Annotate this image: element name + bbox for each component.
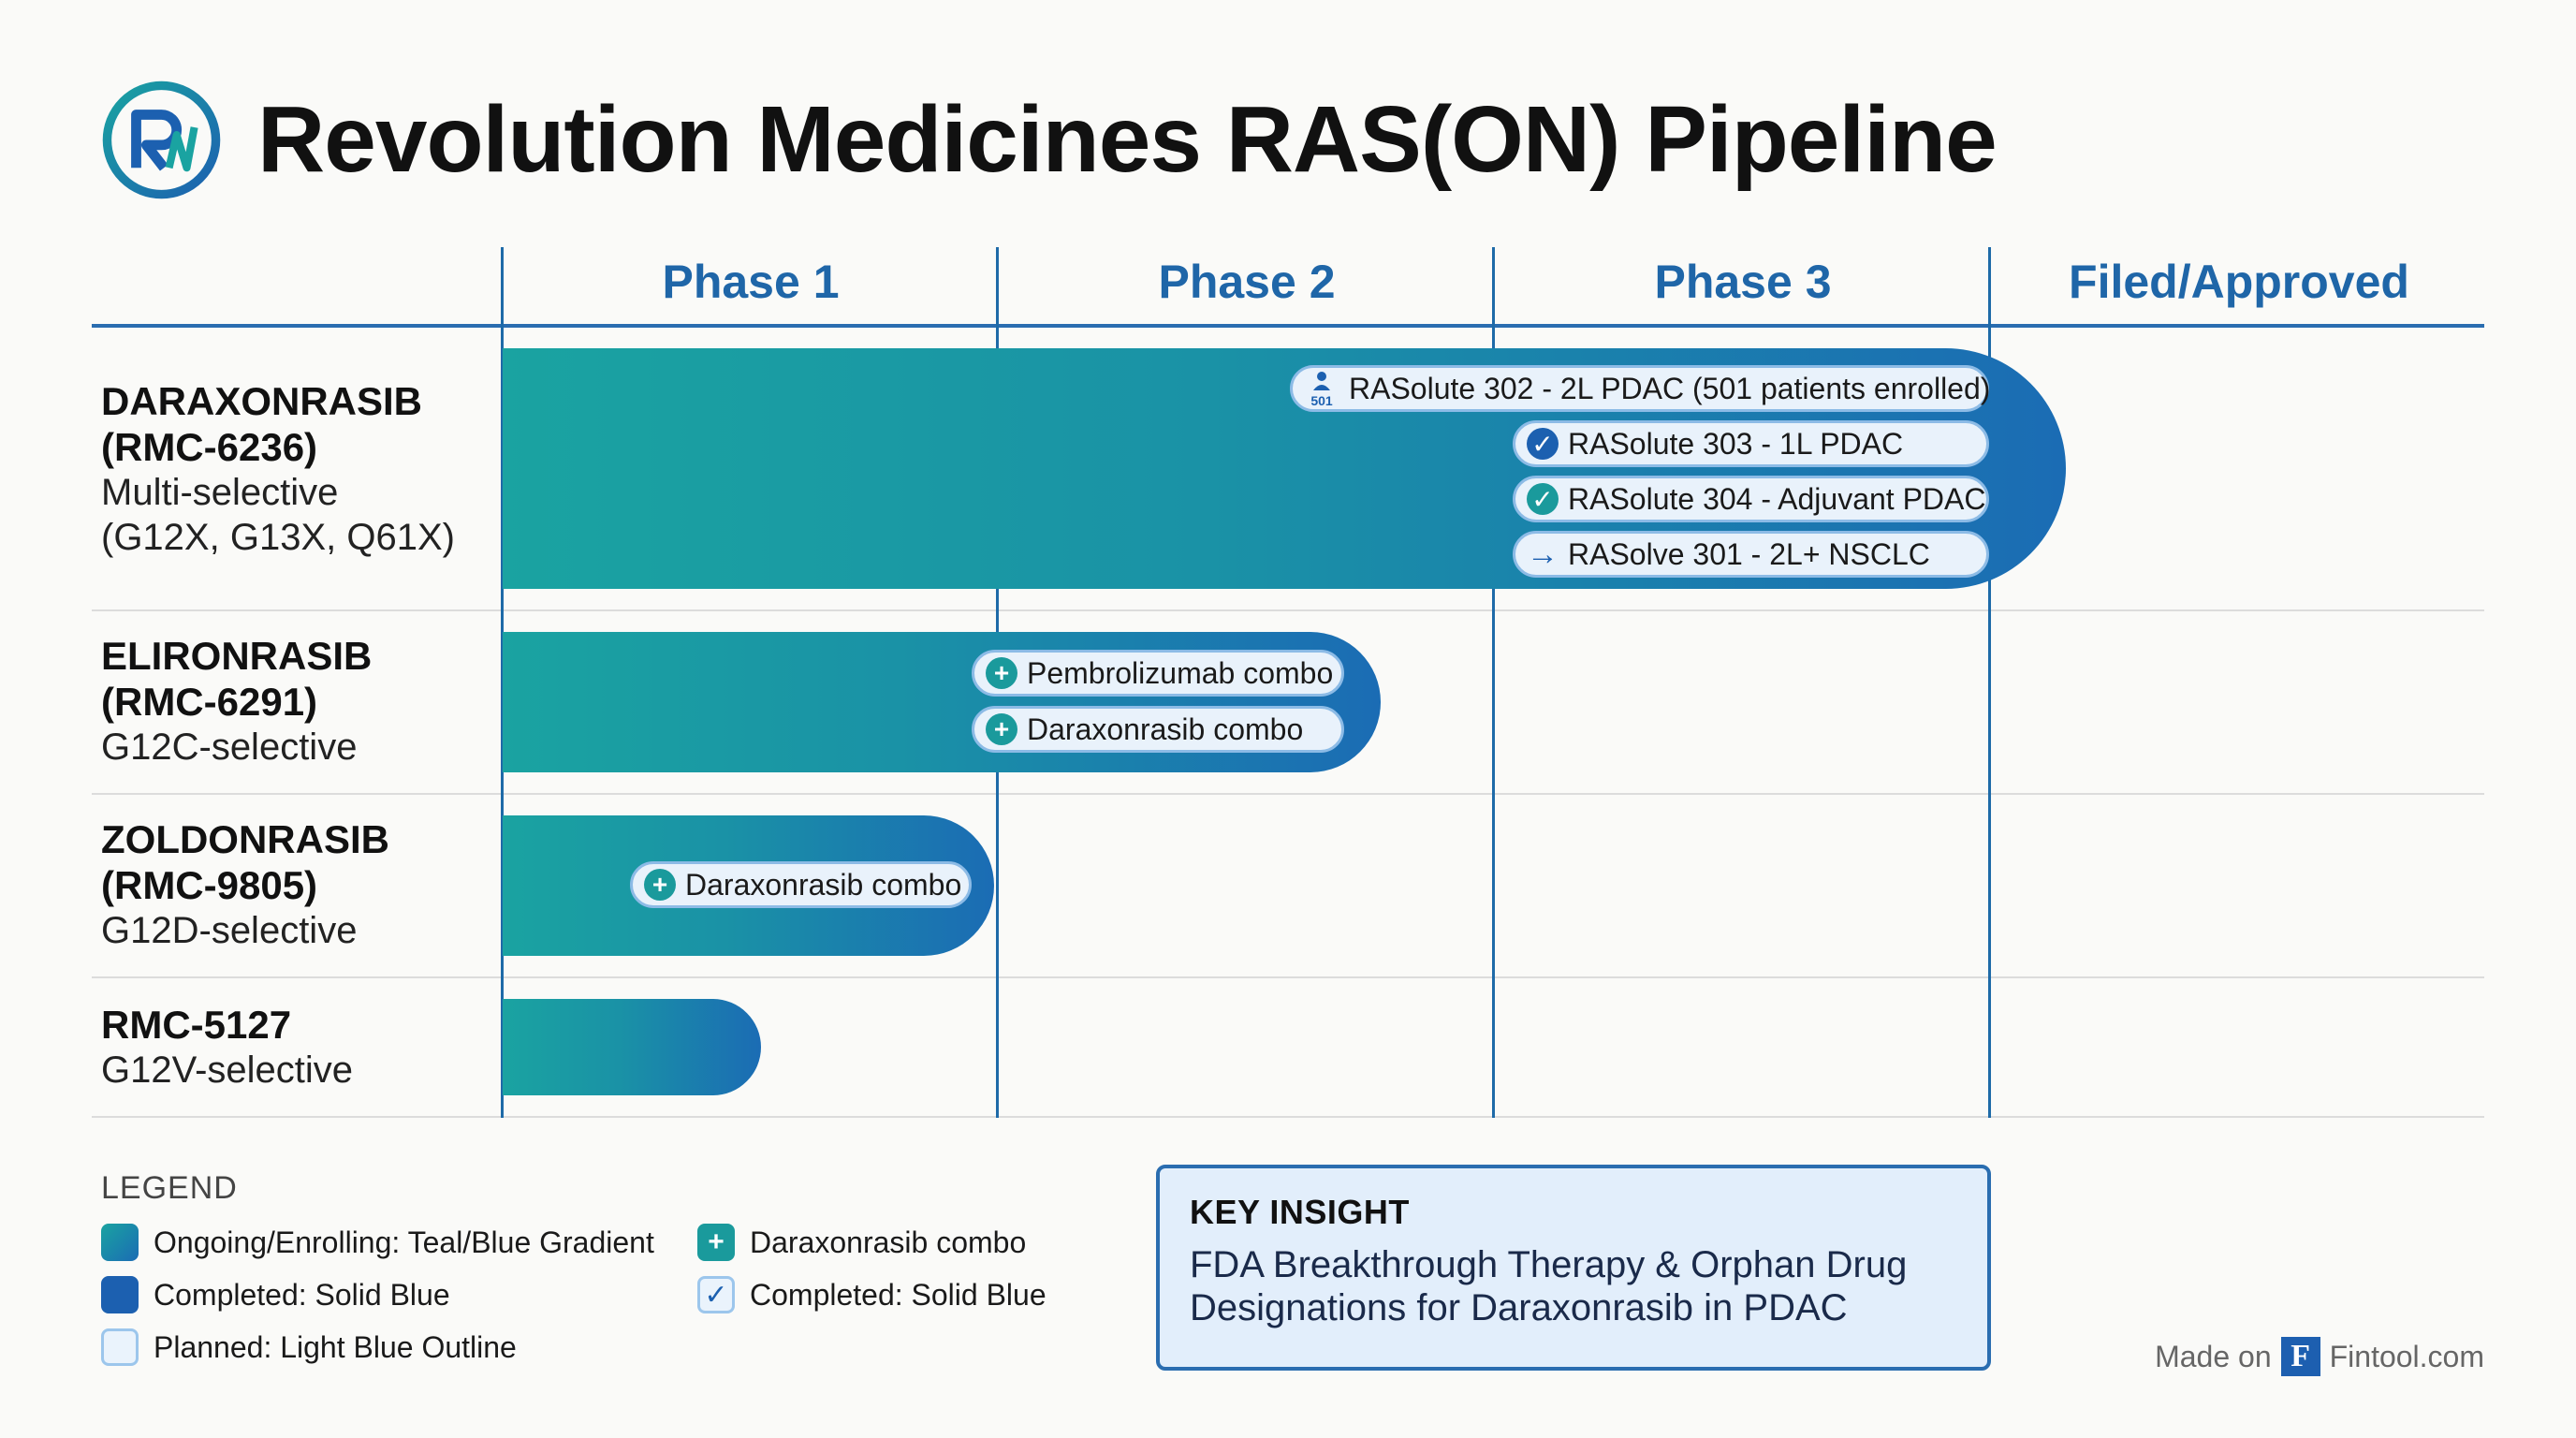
trial-label: RASolve 301 - 2L+ NSCLC xyxy=(1568,536,1930,571)
legend-label: Completed: Solid Blue xyxy=(154,1277,450,1312)
page-title: Revolution Medicines RAS(ON) Pipeline xyxy=(257,87,1998,192)
phase-divider xyxy=(501,247,504,1118)
footer-credit[interactable]: Made on F Fintool.com xyxy=(2155,1337,2484,1376)
trial-label: Daraxonrasib combo xyxy=(685,867,962,902)
drug-selectivity: G12D-selective xyxy=(101,910,358,951)
row-divider xyxy=(92,793,2484,795)
trial-pill[interactable]: + Daraxonrasib combo xyxy=(972,706,1344,753)
legend-item: Completed: Solid Blue xyxy=(101,1276,450,1313)
phase-header: Phase 2 xyxy=(1158,256,1336,308)
legend-item: ✓ Completed: Solid Blue xyxy=(697,1276,1046,1313)
row-divider xyxy=(92,976,2484,978)
arrow-right-icon: → xyxy=(1527,536,1559,572)
outline-swatch xyxy=(101,1328,139,1366)
made-on-label: Made on xyxy=(2155,1339,2272,1373)
drug-name: ELIRONRASIB xyxy=(101,634,373,678)
drug-selectivity: G12C-selective xyxy=(101,726,358,768)
plus-icon: + xyxy=(986,713,1017,745)
drug-selectivity: Multi-selective xyxy=(101,472,339,513)
drug-name: DARAXONRASIB xyxy=(101,379,423,423)
legend-item: + Daraxonrasib combo xyxy=(697,1224,1026,1261)
trial-label: Daraxonrasib combo xyxy=(1027,712,1304,746)
drug-targets: (G12X, G13X, Q61X) xyxy=(101,517,455,558)
legend-item: Planned: Light Blue Outline xyxy=(101,1328,517,1366)
drug-code: (RMC-6236) xyxy=(101,425,318,469)
trial-label: RASolute 302 - 2L PDAC (501 patients enr… xyxy=(1349,371,1991,405)
insight-title: KEY INSIGHT xyxy=(1190,1193,1410,1231)
phase-header: Phase 1 xyxy=(662,256,840,308)
key-insight-box: KEY INSIGHT FDA Breakthrough Therapy & O… xyxy=(1156,1165,1991,1371)
trial-pill[interactable]: ✓ RASolute 304 - Adjuvant PDAC xyxy=(1513,476,1989,522)
legend-title: LEGEND xyxy=(101,1170,238,1206)
phase-header: Filed/Approved xyxy=(2069,256,2409,308)
rm-logo-icon xyxy=(102,81,221,199)
legend-label: Daraxonrasib combo xyxy=(750,1225,1027,1259)
drug-selectivity: G12V-selective xyxy=(101,1049,354,1091)
drug-name: ZOLDONRASIB xyxy=(101,817,389,861)
legend-label: Planned: Light Blue Outline xyxy=(154,1329,517,1364)
header-divider xyxy=(92,324,2484,328)
solid-swatch xyxy=(101,1276,139,1313)
check-icon: ✓ xyxy=(1527,428,1559,460)
trial-label: RASolute 304 - Adjuvant PDAC xyxy=(1568,481,1986,516)
patients-count: 501 xyxy=(1310,393,1333,407)
row-divider xyxy=(92,1116,2484,1118)
legend-item: Ongoing/Enrolling: Teal/Blue Gradient xyxy=(101,1224,654,1261)
plus-icon: + xyxy=(697,1224,735,1261)
insight-body: FDA Breakthrough Therapy & Orphan Drug D… xyxy=(1190,1244,1908,1328)
patients-icon: 501 xyxy=(1304,372,1339,407)
drug-label-elironrasib: ELIRONRASIB (RMC-6291) G12C-selective xyxy=(101,633,494,770)
trial-label: RASolute 303 - 1L PDAC xyxy=(1568,426,1904,461)
phase-divider xyxy=(1988,247,1991,1118)
plus-icon: + xyxy=(644,869,676,901)
trial-pill[interactable]: → RASolve 301 - 2L+ NSCLC xyxy=(1513,531,1989,578)
legend-label: Completed: Solid Blue xyxy=(750,1277,1046,1312)
drug-label-daraxonrasib: DARAXONRASIB (RMC-6236) Multi-selective … xyxy=(101,378,494,560)
row-divider xyxy=(92,609,2484,611)
gradient-swatch xyxy=(101,1224,139,1261)
trial-label: Pembrolizumab combo xyxy=(1027,655,1334,690)
drug-label-rmc-5127: RMC-5127 G12V-selective xyxy=(101,1002,494,1093)
fintool-link[interactable]: Fintool.com xyxy=(2329,1339,2484,1373)
drug-label-zoldonrasib: ZOLDONRASIB (RMC-9805) G12D-selective xyxy=(101,816,494,953)
phase-divider xyxy=(1492,247,1495,1118)
progress-bar-rmc-5127 xyxy=(503,999,761,1095)
trial-pill[interactable]: ✓ RASolute 303 - 1L PDAC xyxy=(1513,420,1989,467)
trial-pill[interactable]: + Pembrolizumab combo xyxy=(972,650,1344,697)
fintool-logo-icon: F xyxy=(2280,1337,2320,1376)
plus-icon: + xyxy=(986,657,1017,689)
trial-pill[interactable]: 501 RASolute 302 - 2L PDAC (501 patients… xyxy=(1290,365,1991,412)
drug-name: RMC-5127 xyxy=(101,1003,292,1047)
drug-code: (RMC-6291) xyxy=(101,680,318,724)
trial-pill[interactable]: + Daraxonrasib combo xyxy=(630,861,972,908)
legend-label: Ongoing/Enrolling: Teal/Blue Gradient xyxy=(154,1225,654,1259)
drug-code: (RMC-9805) xyxy=(101,863,318,907)
phase-header: Phase 3 xyxy=(1654,256,1832,308)
check-icon: ✓ xyxy=(697,1276,735,1313)
check-icon: ✓ xyxy=(1527,483,1559,515)
